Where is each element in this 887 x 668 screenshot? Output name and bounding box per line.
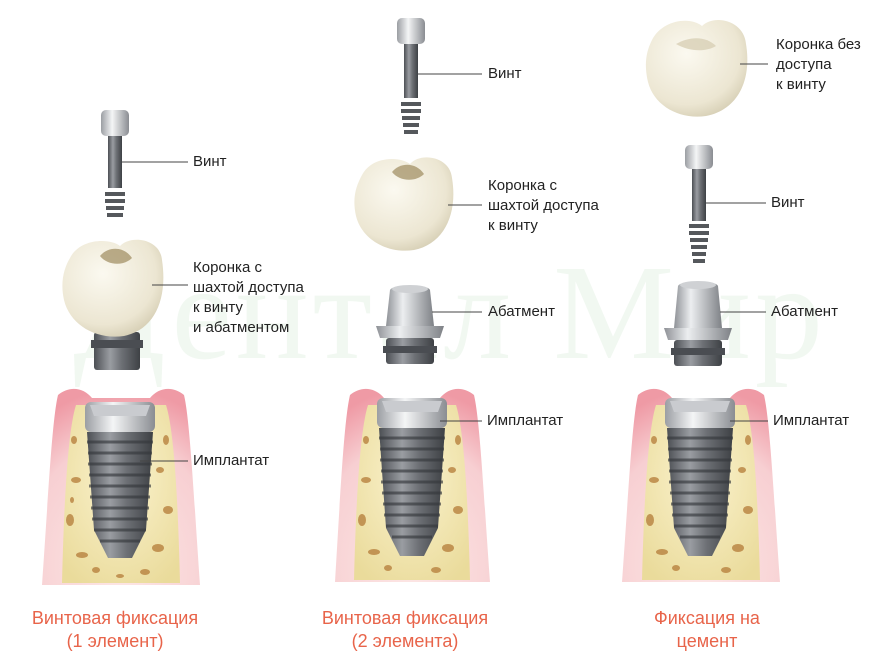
caption-2-line-2: (2 элемента): [351, 631, 459, 651]
caption-cement-retained: Фиксация на цемент: [597, 607, 817, 653]
label-crown-3-line-1: Коронка без: [776, 36, 861, 53]
label-crown-2-line-2: шахтой доступа: [488, 197, 599, 214]
caption-2-line-1: Винтовая фиксация: [321, 608, 489, 628]
caption-3-line-1: Фиксация на: [654, 608, 760, 628]
label-crown-1-line-3: к винту: [193, 299, 243, 316]
column-2-illustration: [335, 18, 490, 582]
label-crown-3-line-3: к винту: [776, 76, 826, 93]
leaders-1: [122, 161, 188, 462]
label-screw-3: Винт: [771, 194, 805, 211]
abutment-3: [664, 281, 732, 366]
label-crown-1-line-2: шахтой доступа: [193, 279, 304, 296]
caption-3-line-2: цемент: [676, 631, 738, 651]
label-crown-2-line-3: к винту: [488, 217, 538, 234]
label-crown-3: Коронка без доступа к винту: [776, 35, 861, 95]
screw-3: [685, 145, 713, 263]
leaders-2: [418, 73, 482, 422]
caption-screw-retained-1-element: Винтовая фиксация (1 элемент): [5, 607, 225, 653]
caption-1-line-1: Винтовая фиксация: [31, 608, 199, 628]
label-implant-1: Имплантат: [193, 452, 270, 469]
implant-1: [85, 402, 155, 558]
label-crown-1: Коронка с шахтой доступа к винту и абатм…: [193, 258, 304, 338]
label-crown-3-line-2: доступа: [776, 56, 832, 73]
abutment-2: [376, 285, 444, 364]
crown-2: [354, 157, 454, 251]
label-crown-2-line-1: Коронка с: [488, 177, 557, 194]
label-abutment-2: Абатмент: [488, 303, 555, 320]
label-crown-2: Коронка с шахтой доступа к винту: [488, 176, 599, 236]
crown-3: [645, 20, 748, 117]
implant-3: [665, 398, 735, 556]
implant-2: [377, 398, 447, 556]
screw-2: [397, 18, 425, 134]
label-crown-1-line-1: Коронка с: [193, 259, 262, 276]
label-abutment-3: Абатмент: [771, 303, 838, 320]
column-1-illustration: [42, 110, 200, 585]
label-screw-2: Винт: [488, 65, 522, 82]
column-3-illustration: [622, 20, 780, 582]
caption-screw-retained-2-elements: Винтовая фиксация (2 элемента): [295, 607, 515, 653]
crown-with-abutment-1: [62, 239, 164, 370]
label-implant-3: Имплантат: [773, 412, 850, 429]
caption-1-line-2: (1 элемент): [66, 631, 164, 651]
label-screw-1: Винт: [193, 153, 227, 170]
label-implant-2: Имплантат: [487, 412, 564, 429]
screw-1: [101, 110, 129, 217]
label-crown-1-line-4: и абатментом: [193, 319, 290, 336]
leaders-3: [706, 63, 768, 422]
